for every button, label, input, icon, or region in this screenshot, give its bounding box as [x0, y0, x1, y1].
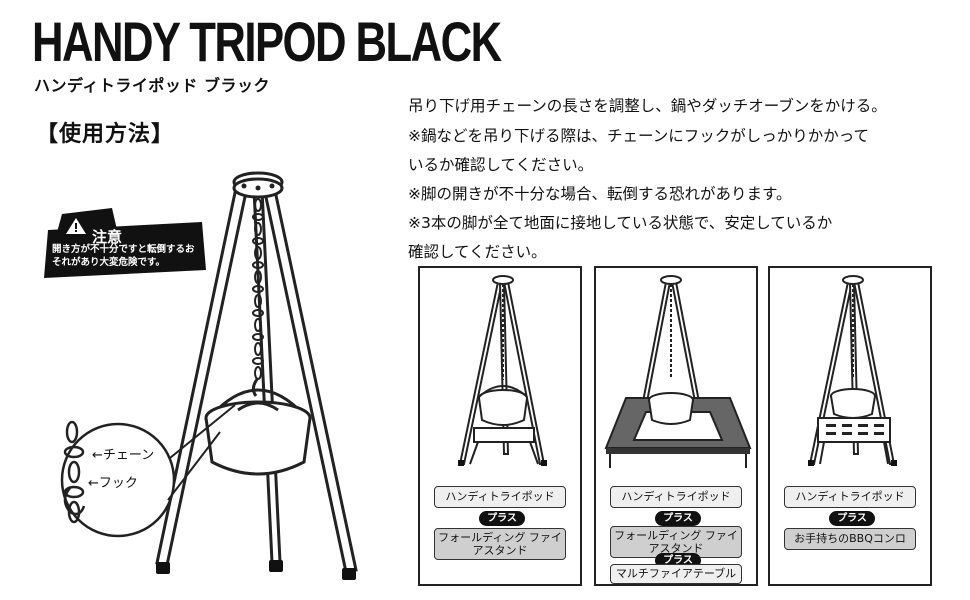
instruction-line: ※脚の開きが不十分な場合、転倒する恐れがあります。: [408, 185, 792, 203]
panel-tripod-firestand: ハンディトライポッド プラス フォールディング ファイアスタンド: [418, 266, 582, 586]
section-heading: 【使用方法】: [36, 122, 175, 147]
page-subtitle: ハンディトライポッド ブラック: [34, 76, 270, 95]
panel-product-label: ハンディトライポッド: [784, 486, 916, 508]
panel-illustration: [808, 275, 897, 466]
panel-product-label: ハンディトライポッド: [610, 486, 742, 508]
hook-callout: ←フック: [88, 476, 138, 491]
instruction-line: ※鍋などを吊り下げる際は、チェーンにフックがしっかりかかって: [408, 127, 869, 145]
panel-addon-label: フォールディング ファイアスタンド: [434, 528, 566, 560]
instruction-line: 確認してください。: [408, 243, 547, 261]
warning-text: 開き方が不十分ですと転倒するおそれがあり大変危険です。: [52, 244, 195, 268]
panel-tripod-firestand-table: ハンディトライポッド プラス フォールディング ファイアスタンド プラス マルチ…: [594, 266, 758, 586]
panel-illustration: [604, 275, 752, 468]
warning-icon: [66, 218, 86, 234]
plus-badge: プラス: [655, 511, 701, 526]
plus-badge: プラス: [479, 511, 525, 526]
page-title: HANDY TRIPOD BLACK: [32, 10, 502, 73]
panel-tripod-bbq: ハンディトライポッド プラス お手持ちのBBQコンロ: [768, 266, 932, 586]
panel-addon2-label: マルチファイアテーブル: [610, 564, 742, 584]
panel-product-label: ハンディトライポッド: [434, 486, 566, 508]
chain-callout: ←チェーン: [92, 448, 155, 463]
instruction-line: いるか確認してください。: [408, 156, 594, 174]
warning-title: 注意: [92, 228, 123, 246]
panel-addon-label: お手持ちのBBQコンロ: [784, 528, 916, 550]
panel-addon-label: フォールディング ファイアスタンド: [610, 526, 742, 558]
panel-illustration: [458, 275, 547, 466]
instruction-line: 吊り下げ用チェーンの長さを調整し、鍋やダッチオーブンをかける。: [408, 97, 887, 115]
tripod-main-illustration: [60, 171, 358, 580]
instructions: 吊り下げ用チェーンの長さを調整し、鍋やダッチオーブンをかける。 ※鍋などを吊り下…: [408, 92, 956, 267]
warning-badge: [44, 208, 206, 278]
instruction-line: ※3本の脚が全て地面に接地している状態で、安定しているか: [408, 214, 833, 232]
plus-badge: プラス: [829, 511, 875, 526]
